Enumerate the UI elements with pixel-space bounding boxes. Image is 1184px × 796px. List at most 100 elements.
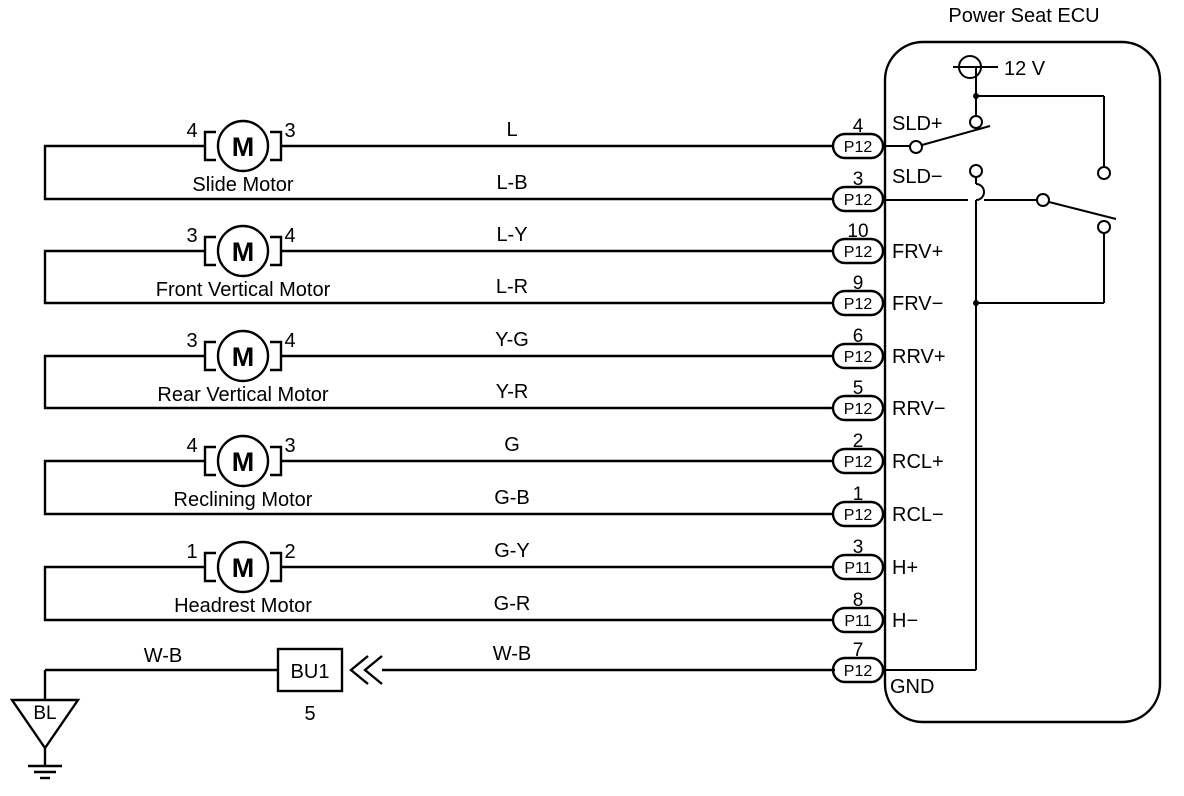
connector-label: P12 (844, 244, 873, 261)
connectors: P124P123P1210P129P126P125P122P121P113P11… (831, 116, 885, 684)
connector-label: P12 (844, 507, 873, 524)
ground-wire-left-label: W-B (144, 645, 183, 667)
connector-pin-number: 3 (853, 537, 864, 558)
motor-symbol: M (232, 132, 255, 162)
motor-pin-left: 3 (186, 225, 197, 247)
wire-color-code: G-B (494, 487, 530, 509)
connector-pin-number: 4 (853, 116, 864, 137)
connector-arrow-icon (363, 655, 383, 685)
connector-label: P12 (844, 401, 873, 418)
motor-pin-left: 4 (186, 120, 197, 142)
wire-lines (43, 144, 910, 622)
wire-color-code: G-R (494, 593, 531, 615)
ecu-terminals: SLD+ SLD− FRV+ FRV− RRV+ RRV− RCL+ RCL− H+ H− (892, 113, 946, 632)
junction-label: BU1 (291, 661, 330, 683)
connector-pin-number: 10 (847, 221, 868, 242)
ecu-terminal-label: RCL− (892, 504, 944, 526)
supply-12v: 12 V (953, 55, 1046, 96)
connector-label: P12 (844, 454, 873, 471)
ecu-terminal-label: H− (892, 610, 918, 632)
connector-pin-number: 1 (853, 484, 864, 505)
wire-color-code: L (506, 119, 517, 141)
connector-label: P11 (844, 613, 871, 630)
connector-pin-number: 5 (853, 378, 864, 399)
motor-pin-right: 3 (284, 435, 295, 457)
ecu-ground-label: GND (890, 676, 934, 698)
ecu-terminal-label: H+ (892, 557, 918, 579)
wire-line (43, 249, 834, 305)
ecu-relay-circuit (883, 93, 1117, 671)
junction-pin-label: 5 (304, 703, 315, 725)
ecu-terminal-label: RRV− (892, 398, 946, 420)
motor-pin-left: 3 (186, 330, 197, 352)
motor-symbol: M (232, 237, 255, 267)
motor-name: Reclining Motor (174, 489, 313, 511)
connector-pin-number: 2 (853, 431, 864, 452)
connector-pin-number: 9 (853, 273, 864, 294)
ecu-terminal-label: SLD+ (892, 113, 943, 135)
connector-label: P11 (844, 560, 871, 577)
wire-color-code: Y-G (495, 329, 529, 351)
motor-symbol: M (232, 553, 255, 583)
motor-pin-left: 4 (186, 435, 197, 457)
ecu-box (883, 40, 1162, 724)
ecu-terminal-label: FRV+ (892, 241, 943, 263)
motor-symbol: M (232, 447, 255, 477)
wire-color-code: Y-R (496, 381, 529, 403)
motor-pin-left: 1 (186, 541, 197, 563)
motor-pin-right: 3 (284, 120, 295, 142)
connector-pin-number: 7 (853, 640, 864, 661)
ground-section: BL W-B BU1 5 (9, 645, 835, 780)
wire-color-code: W-B (493, 643, 532, 665)
wire-color-code: L-R (496, 276, 528, 298)
ecu-terminal-label: SLD− (892, 166, 943, 188)
motor-pin-right: 2 (284, 541, 295, 563)
ecu-terminal-label: RRV+ (892, 346, 946, 368)
ecu-terminal-label: RCL+ (892, 451, 944, 473)
wire-color-code: L-B (496, 172, 527, 194)
wire-color-code: L-Y (496, 224, 527, 246)
motor-pin-right: 4 (284, 225, 295, 247)
connector-pin-number: 8 (853, 590, 864, 611)
connector-arrow-icon (349, 655, 369, 685)
connector-label: P12 (844, 139, 873, 156)
connector-label: P12 (844, 296, 873, 313)
connector-label: P12 (844, 192, 873, 209)
ground-point-label: BL (33, 703, 56, 724)
connector-label: P12 (844, 349, 873, 366)
motor-name: Rear Vertical Motor (157, 384, 329, 406)
junction-bu1 (276, 647, 344, 693)
motor-pin-right: 4 (284, 330, 295, 352)
motor-name: Slide Motor (192, 174, 293, 196)
wire-labels: LL-BL-YL-RY-GY-RGG-BG-YG-RW-B (493, 119, 532, 665)
wire-line (43, 565, 834, 622)
connector-pin-number: 3 (853, 169, 864, 190)
wire-color-code: G (504, 434, 520, 456)
wire-line (43, 144, 834, 201)
voltage-label: 12 V (1004, 58, 1046, 80)
motor-name: Headrest Motor (174, 595, 312, 617)
motor-symbol: M (232, 342, 255, 372)
ecu-terminal-label: FRV− (892, 293, 943, 315)
connector-pin-number: 6 (853, 326, 864, 347)
ground-point-symbol (9, 698, 81, 751)
motor-name: Front Vertical Motor (156, 279, 331, 301)
